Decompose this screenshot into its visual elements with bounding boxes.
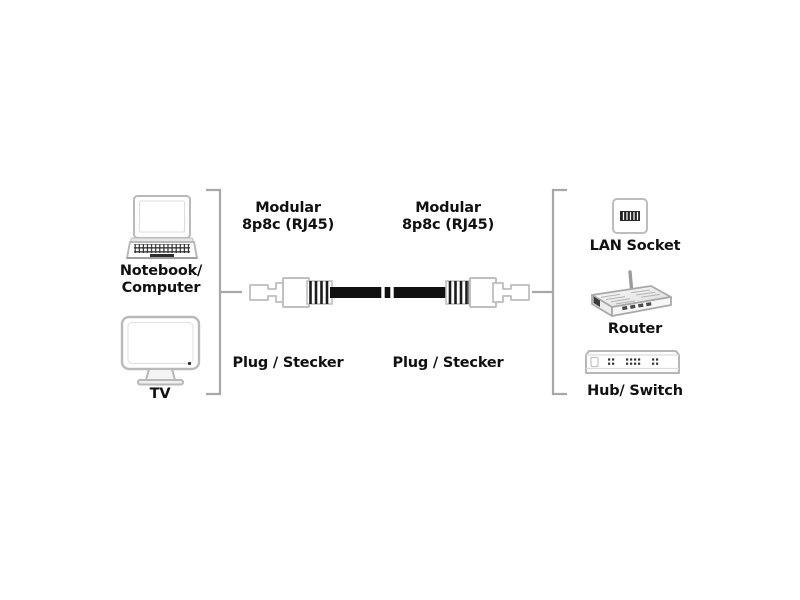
rj45-plug-left-icon [249,277,333,308]
label-connector-type-right: Modular 8p8c (RJ45) [402,200,494,234]
tv-monitor-icon [120,315,201,386]
hub-switch-icon [585,350,680,374]
rj45-patch-cable [330,284,448,301]
target-device-bracket [531,188,568,396]
notebook-computer-icon [125,195,199,259]
rj45-plug-right-icon [445,277,530,308]
label-router: Router [607,321,663,337]
label-notebook-computer: Notebook/ Computer [119,263,203,297]
label-hub-switch: Hub/ Switch [587,383,683,399]
label-connector-type-left: Modular 8p8c (RJ45) [242,200,334,234]
cable-length-break [381,284,394,301]
lan-wall-socket-icon [612,198,648,234]
label-lan-socket: LAN Socket [589,238,681,254]
label-plug-role-left: Plug / Stecker [232,355,344,371]
router-icon [591,270,672,317]
label-plug-role-right: Plug / Stecker [392,355,504,371]
source-device-bracket [205,188,243,396]
label-tv: TV [149,386,171,402]
